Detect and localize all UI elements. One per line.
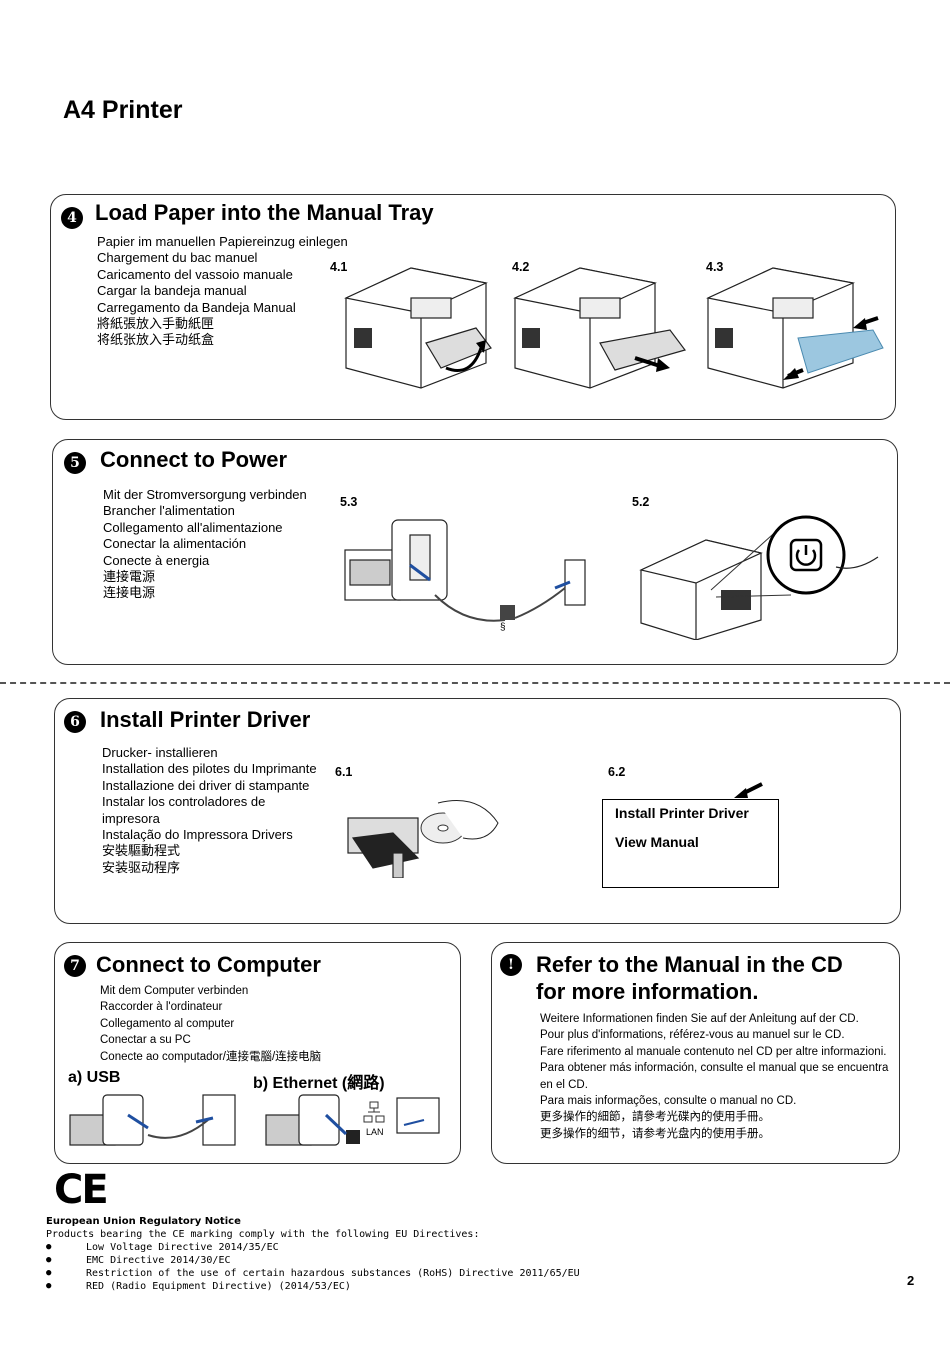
svg-text:§: §	[500, 622, 506, 633]
view-manual-option[interactable]: View Manual	[615, 834, 699, 850]
printer-illustration-4-1	[344, 267, 492, 389]
printer-illustration-4-3	[706, 267, 884, 389]
lang-line: Mit der Stromversorgung verbinden	[103, 487, 307, 502]
lang-line: Mit dem Computer verbinden	[100, 985, 249, 997]
step-label-5-2: 5.2	[632, 495, 650, 509]
lang-line: Instalação do Impressora Drivers	[102, 827, 293, 843]
page-title: A4 Printer	[63, 96, 183, 124]
notice-title: European Union Regulatory Notice	[46, 1216, 241, 1227]
info-line: 更多操作的細節，請參考光碟內的使用手冊。	[540, 1111, 770, 1124]
step-badge-7: 7	[64, 955, 86, 977]
directive-item: Low Voltage Directive 2014/35/EC	[46, 1241, 580, 1254]
lang-line: Instalar los controladores de	[102, 794, 266, 810]
lang-line: 安装驱动程序	[102, 859, 181, 875]
lang-line: impresora	[102, 810, 160, 826]
step-label-6-2: 6.2	[608, 765, 626, 779]
info-title-line1: Refer to the Manual in the CD	[536, 952, 843, 977]
step-label-4-1: 4.1	[330, 260, 348, 274]
lang-line: Raccorder à l'ordinateur	[100, 1001, 223, 1014]
lang-line: Collegamento al computer	[100, 1017, 235, 1030]
info-line: Para obtener más información, consulte e…	[540, 1062, 889, 1091]
install-driver-translations: Drucker- installieren Installation des p…	[102, 745, 317, 876]
lang-line: Cargar la bandeja manual	[97, 283, 247, 299]
lang-line: Installation des pilotes du Imprimante	[102, 761, 317, 777]
connect-computer-translations: Mit dem Computer verbinden Raccorder à l…	[100, 983, 321, 1065]
info-line: Pour plus d'informations, référez-vous a…	[540, 1029, 845, 1042]
lang-line: 將紙張放入手動紙匣	[97, 316, 215, 332]
section-title-load-paper: Load Paper into the Manual Tray	[95, 200, 434, 225]
step-badge-4: 4	[61, 207, 83, 229]
lang-line: 将纸张放入手动纸盒	[97, 332, 215, 348]
usb-label: a) USB	[68, 1069, 121, 1086]
step-label-4-2: 4.2	[512, 260, 530, 274]
ce-mark-logo: CE	[54, 1167, 109, 1213]
lang-line: Papier im manuellen Papiereinzug einlege…	[97, 234, 348, 249]
step-badge-6: 6	[64, 711, 86, 733]
power-cable-illustration: §	[344, 519, 586, 633]
info-line: 更多操作的细节，请参考光盘内的使用手册。	[540, 1127, 770, 1140]
lang-line: Installazione dei driver di stampante	[102, 777, 310, 793]
ethernet-connection-illustration: LAN	[265, 1094, 440, 1146]
load-paper-translations: Papier im manuellen Papiereinzug einlege…	[97, 234, 348, 349]
info-line: Weitere Informationen finden Sie auf der…	[540, 1013, 859, 1025]
section-title-connect-power: Connect to Power	[100, 447, 288, 472]
eu-regulatory-notice: European Union Regulatory Notice Product…	[46, 1215, 580, 1293]
directive-item: EMC Directive 2014/30/EC	[46, 1254, 580, 1267]
step-badge-5: 5	[64, 452, 86, 474]
lang-line: Conectar la alimentación	[103, 536, 247, 552]
info-line: Para mais informações, consulte o manual…	[540, 1095, 797, 1108]
install-printer-driver-option[interactable]: Install Printer Driver	[615, 805, 749, 821]
step-label-6-1: 6.1	[335, 765, 353, 779]
lang-line: Conecte ao computador/連接電腦/连接电脑	[100, 1050, 322, 1063]
lang-line: Caricamento del vassoio manuale	[97, 266, 293, 282]
info-badge: !	[500, 954, 522, 976]
lang-line: Drucker- installieren	[102, 745, 218, 760]
directive-item: RED (Radio Equipment Directive) (2014/53…	[46, 1280, 580, 1293]
lan-label: LAN	[366, 1127, 384, 1137]
info-line: Fare riferimento al manuale contenuto ne…	[540, 1045, 887, 1058]
section-title-connect-computer: Connect to Computer	[96, 952, 321, 977]
lang-line: 連接電源	[103, 569, 156, 585]
directive-item: Restriction of the use of certain hazard…	[46, 1267, 580, 1280]
lang-line: 安裝驅動程式	[102, 843, 181, 859]
lang-line: Conecte à energia	[103, 552, 210, 568]
section-refer-manual	[491, 942, 900, 1164]
page-number: 2	[907, 1273, 915, 1288]
lang-line: Brancher l'alimentation	[103, 503, 235, 519]
lang-line: Carregamento da Bandeja Manual	[97, 299, 296, 315]
power-button-illustration	[639, 515, 879, 640]
step-label-4-3: 4.3	[706, 260, 724, 274]
cd-insert-illustration	[347, 800, 499, 878]
lang-line: Conectar a su PC	[100, 1034, 191, 1047]
lang-line: Collegamento all'alimentazione	[103, 519, 283, 535]
lang-line: 连接电源	[103, 585, 156, 601]
cut-line-divider	[0, 682, 950, 684]
info-title-line2: for more information.	[536, 979, 759, 1004]
notice-intro: Products bearing the CE marking comply w…	[46, 1229, 480, 1240]
usb-connection-illustration	[69, 1094, 236, 1146]
section-title-install-driver: Install Printer Driver	[100, 707, 311, 732]
manual-info-translations: Weitere Informationen finden Sie auf der…	[540, 1011, 890, 1142]
connect-power-translations: Mit der Stromversorgung verbinden Branch…	[103, 487, 307, 602]
lang-line: Chargement du bac manuel	[97, 250, 258, 266]
installer-menu-dialog: Install Printer Driver View Manual	[602, 799, 779, 888]
cursor-arrow-icon	[734, 782, 763, 798]
printer-illustration-4-2	[513, 267, 687, 389]
step-label-5-3: 5.3	[340, 495, 358, 509]
ethernet-label: b) Ethernet (網路)	[253, 1075, 385, 1092]
